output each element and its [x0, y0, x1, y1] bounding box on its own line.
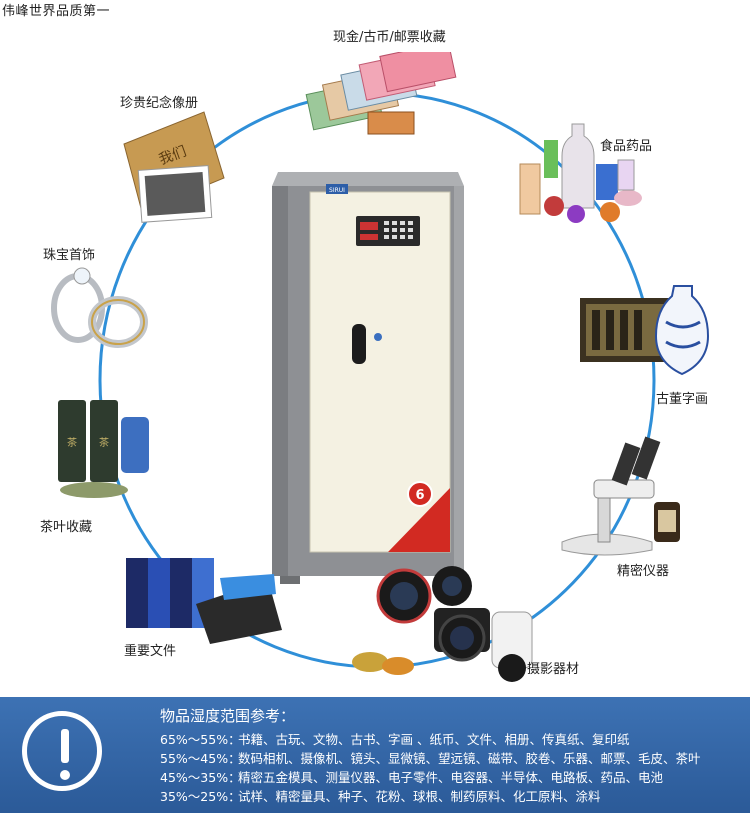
label-camera: 摄影器材: [527, 662, 580, 677]
brand-badge: [326, 184, 348, 194]
humidity-row: 35%～25%：试样、精密量具、种子、花粉、球根、制药原料、化工原料、涂料: [160, 786, 601, 805]
antique-image: [580, 285, 710, 376]
brand-text: SIRUI: [329, 187, 345, 194]
humidity-range: 65%～55%：: [160, 732, 241, 747]
humidity-items: 书籍、古玩、文物、古书、字画 、纸币、文件、相册、传真纸、复印纸: [238, 732, 630, 747]
top-caption: 伟峰世界品质第一: [2, 4, 111, 19]
svg-text:茶: 茶: [99, 436, 109, 449]
album-image: 我们: [123, 111, 225, 223]
camera-image: [352, 566, 533, 682]
jewelry-image: [51, 267, 148, 348]
label-jewelry: 珠宝首饰: [43, 248, 96, 263]
dry-cabinet-image: SIRUI 6: [272, 172, 464, 584]
warranty-badge: 6: [415, 488, 424, 503]
label-antique: 古董字画: [656, 392, 709, 407]
humidity-row: 65%～55%：书籍、古玩、文物、古书、字画 、纸币、文件、相册、传真纸、复印纸: [160, 729, 629, 748]
humidity-items: 数码相机、摄像机、镜头、显微镜、望远镜、磁带、胶卷、乐器、邮票、毛皮、茶叶: [238, 751, 701, 766]
humidity-range: 55%～45%：: [160, 751, 241, 766]
panel-title: 物品湿度范围参考：: [160, 707, 296, 725]
label-cash: 现金/古币/邮票收藏: [333, 30, 446, 45]
humidity-items: 精密五金模具、测量仪器、电子零件、电容器、半导体、电路板、药品、电池: [238, 770, 664, 785]
humidity-row: 55%～45%：数码相机、摄像机、镜头、显微镜、望远镜、磁带、胶卷、乐器、邮票、…: [160, 748, 701, 767]
label-album: 珍贵纪念像册: [120, 96, 199, 111]
food-medicine-image: [519, 123, 642, 223]
humidity-range: 35%～25%：: [160, 789, 241, 804]
instrument-image: [561, 436, 680, 556]
humidity-row: 45%～35%：精密五金模具、测量仪器、电子零件、电容器、半导体、电路板、药品、…: [160, 767, 663, 786]
banknotes-image: [305, 52, 457, 135]
label-food: 食品药品: [600, 139, 653, 154]
exclamation-icon: [22, 711, 102, 791]
humidity-range: 45%～35%：: [160, 770, 241, 785]
tea-image: 茶 茶: [58, 400, 151, 498]
humidity-info-panel: 物品湿度范围参考： 65%～55%：书籍、古玩、文物、古书、字画 、纸币、文件、…: [0, 697, 750, 813]
documents-image: [126, 558, 282, 644]
label-tea: 茶叶收藏: [40, 520, 93, 535]
svg-text:茶: 茶: [67, 436, 77, 449]
label-instrument: 精密仪器: [617, 564, 670, 579]
label-documents: 重要文件: [124, 644, 177, 659]
humidity-items: 试样、精密量具、种子、花粉、球根、制药原料、化工原料、涂料: [238, 789, 601, 804]
door-handle: [352, 324, 366, 364]
